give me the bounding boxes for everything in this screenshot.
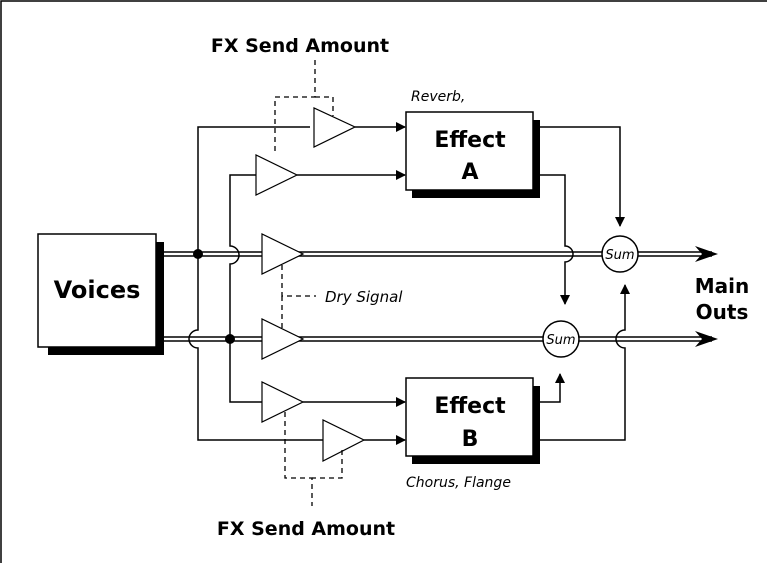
right-tap-up-line (229, 174, 256, 339)
effect-b-out-2 (540, 284, 630, 441)
fx-send-control-top-a (274, 60, 316, 155)
sum-lower-label: Sum (546, 333, 575, 348)
lower-main-out-arrow (695, 331, 718, 347)
voices-label: Voices (54, 276, 141, 304)
lower-main-bus (156, 331, 718, 347)
dry-amp-lower (261, 318, 305, 360)
dry-signal-control-a (281, 265, 316, 297)
right-tap-down-line (229, 339, 262, 403)
send-amp-top-a (313, 107, 357, 148)
effect-b-label-line1: Effect (434, 394, 506, 419)
effect-a-type-label: Reverb, (411, 89, 465, 105)
upper-main-out-arrow (695, 246, 718, 262)
effect-b-block (405, 377, 534, 457)
effect-a-out-2 (540, 174, 574, 305)
effect-b-label-line2: B (462, 427, 479, 452)
effect-a-block (405, 111, 534, 191)
effect-a-out-1 (540, 126, 625, 227)
fx-send-amount-bottom-label: FX Send Amount (217, 518, 395, 540)
main-outs-label-line2: Outs (696, 300, 749, 324)
fx-send-control-bottom-a (284, 412, 313, 506)
sum-node-lower (542, 320, 580, 358)
send-amp-bottom-b (322, 419, 366, 462)
send-amp-bottom-a (255, 154, 299, 196)
left-tap-up-line (197, 126, 310, 254)
effect-b-type-label: Chorus, Flange (406, 475, 511, 491)
send-amp-top-b (261, 381, 305, 423)
fx-send-control-top-b (315, 96, 334, 116)
sum-node-upper (601, 235, 639, 273)
sum-upper-label: Sum (605, 248, 634, 263)
fx-send-control-bottom-b (312, 450, 343, 479)
fx-send-amount-top-label: FX Send Amount (211, 35, 389, 57)
dry-amp-upper (261, 233, 305, 275)
voices-block (37, 233, 157, 348)
effect-a-label-line1: Effect (434, 128, 506, 153)
effect-b-out-1 (540, 373, 565, 403)
left-tap-line (188, 254, 325, 441)
effect-a-label-line2: A (461, 160, 478, 185)
dry-signal-label: Dry Signal (325, 288, 403, 306)
main-outs-label-line1: Main (695, 274, 750, 298)
